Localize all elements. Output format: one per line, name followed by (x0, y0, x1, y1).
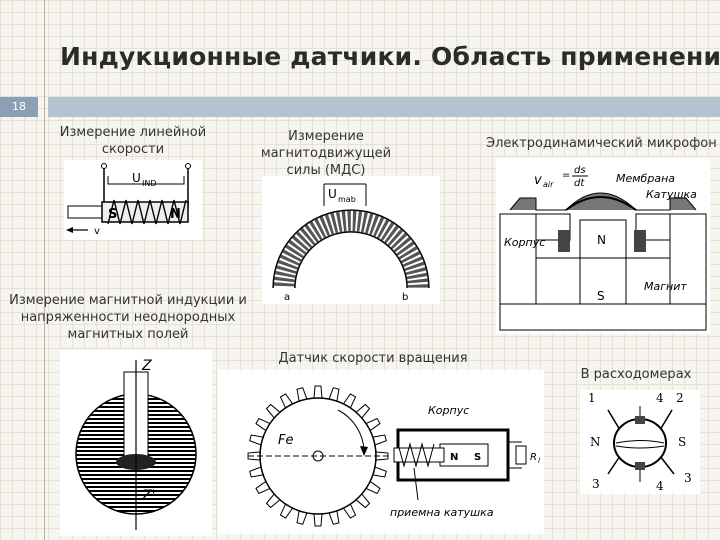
svg-text:1: 1 (588, 391, 596, 405)
svg-text:Z': Z' (141, 488, 155, 504)
svg-text:l: l (538, 457, 540, 465)
margin-line (44, 0, 45, 540)
svg-text:mab: mab (338, 195, 356, 204)
label-microphone: Электродинамический микрофон (486, 136, 717, 151)
svg-text:air: air (543, 180, 554, 189)
figure-microphone: v air = ds dt Мембрана Катушка Корпус N … (496, 158, 710, 334)
svg-text:S: S (678, 435, 686, 449)
figure-rotation-sensor: Fe Корпус N S R l приемна катушка (218, 370, 544, 534)
svg-text:N: N (590, 435, 601, 449)
svg-text:Корпус: Корпус (428, 404, 469, 417)
header-strip (48, 97, 720, 117)
svg-text:S: S (474, 452, 481, 463)
label-linear-speed: Измерение линейной скорости (59, 125, 207, 157)
svg-text:Fe: Fe (278, 433, 293, 448)
svg-text:R: R (530, 452, 537, 463)
svg-text:Z: Z (141, 358, 152, 374)
svg-text:b: b (402, 292, 408, 303)
svg-text:N: N (170, 207, 181, 222)
svg-text:ds: ds (574, 165, 586, 176)
gear-tooth (313, 385, 323, 399)
svg-text:4: 4 (656, 479, 664, 493)
svg-text:dt: dt (574, 178, 585, 189)
svg-text:N: N (450, 452, 458, 463)
svg-text:S: S (108, 207, 117, 222)
label-flowmeter: В расходомерах (580, 367, 692, 382)
svg-text:S: S (597, 289, 605, 303)
svg-text:IND: IND (142, 179, 157, 188)
svg-text:a: a (284, 292, 290, 303)
svg-text:4: 4 (656, 391, 664, 405)
header-bar: 18 (0, 97, 720, 117)
svg-text:приемна катушка: приемна катушка (390, 506, 494, 519)
svg-text:3: 3 (592, 477, 600, 491)
svg-text:=: = (562, 170, 570, 181)
u-ind-label: U (132, 171, 141, 185)
figure-linear-speed: U IND S N v (64, 160, 202, 240)
svg-text:Корпус: Корпус (504, 236, 545, 249)
svg-text:N: N (597, 233, 606, 247)
svg-text:Магнит: Магнит (644, 280, 687, 293)
figure-flowmeter: 1 4 2 N S 3 3 4 (580, 390, 700, 494)
svg-text:U: U (328, 187, 337, 201)
gear-tooth (313, 513, 323, 527)
figure-mds-coil: U mab a b (262, 176, 440, 304)
figure-induction-sphere: Z Z' (60, 350, 212, 536)
label-rotation: Датчик скорости вращения (278, 351, 468, 366)
slide-number: 18 (0, 97, 38, 117)
label-induction: Измерение магнитной индукции и напряженн… (9, 293, 247, 342)
svg-text:3: 3 (684, 471, 692, 485)
label-mds: Измерение магнитодвижущей силы (МДС) (260, 129, 392, 178)
svg-text:Мембрана: Мембрана (616, 172, 675, 185)
svg-text:v: v (534, 173, 542, 188)
svg-text:2: 2 (676, 391, 684, 405)
svg-text:v: v (94, 226, 100, 237)
slide-title: Индукционные датчики. Область применения (60, 42, 720, 71)
